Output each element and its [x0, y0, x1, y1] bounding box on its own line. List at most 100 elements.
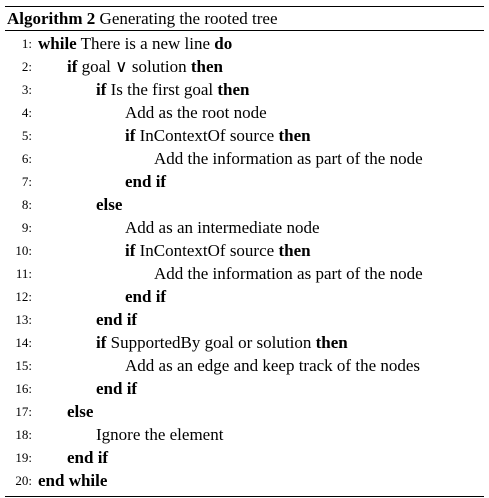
statement-text: There is a new line: [76, 34, 215, 53]
keyword: then: [217, 80, 250, 99]
statement-text: SupportedBy goal or solution: [106, 333, 316, 352]
line-number: 5:: [21, 128, 32, 143]
algorithm-line: 17: else: [5, 400, 484, 423]
statement-text: InContextOf source: [135, 241, 279, 260]
line-code: Add the information as part of the node: [38, 147, 423, 170]
keyword: end if: [125, 287, 167, 306]
algorithm-line: 6: Add the information as part of the nod…: [5, 147, 484, 170]
statement-text: InContextOf source: [135, 126, 279, 145]
line-code: Add as an intermediate node: [38, 216, 320, 239]
line-code: else: [38, 400, 93, 423]
line-code: end if: [38, 285, 166, 308]
line-number: 19:: [15, 450, 32, 465]
statement-text: Is the first goal: [106, 80, 218, 99]
keyword: then: [278, 126, 311, 145]
algorithm-line: 7: end if: [5, 170, 484, 193]
algorithm-line: 5: if InContextOf source then: [5, 124, 484, 147]
algorithm-line: 13: end if: [5, 308, 484, 331]
line-number: 7:: [21, 174, 32, 189]
algorithm-line: 3: if Is the first goal then: [5, 78, 484, 101]
line-code: while There is a new line do: [38, 32, 232, 55]
statement-text: Add the information as part of the node: [154, 149, 423, 168]
keyword: end if: [96, 379, 138, 398]
keyword: then: [190, 57, 224, 76]
keyword: end if: [125, 172, 167, 191]
algorithm-block: Algorithm 2 Generating the rooted tree 1…: [5, 6, 484, 497]
line-number: 15:: [15, 358, 32, 373]
keyword: end if: [67, 448, 109, 467]
line-number: 13:: [15, 312, 32, 327]
keyword: then: [315, 333, 348, 352]
statement-text: Ignore the element: [96, 425, 224, 444]
algorithm-line: 10: if InContextOf source then: [5, 239, 484, 262]
line-code: Add the information as part of the node: [38, 262, 423, 285]
line-number: 11:: [15, 266, 32, 281]
keyword: do: [214, 34, 233, 53]
line-number: 6:: [21, 151, 32, 166]
bottom-rule: [5, 496, 484, 497]
keyword: if: [125, 241, 136, 260]
algorithm-line: 1: while There is a new line do: [5, 32, 484, 55]
algorithm-line: 15: Add as an edge and keep track of the …: [5, 354, 484, 377]
line-code: end if: [38, 308, 137, 331]
line-number: 16:: [15, 381, 32, 396]
algorithm-line: 8: else: [5, 193, 484, 216]
keyword: then: [278, 241, 311, 260]
keyword: if: [125, 126, 136, 145]
keyword: end while: [38, 471, 108, 490]
algorithm-label: Algorithm 2: [7, 9, 96, 28]
line-code: end if: [38, 446, 108, 469]
keyword: else: [67, 402, 94, 421]
line-number: 4:: [21, 105, 32, 120]
keyword: if: [67, 57, 78, 76]
line-code: if Is the first goal then: [38, 78, 249, 101]
line-code: end if: [38, 377, 137, 400]
keyword: if: [96, 80, 107, 99]
caption-rule: [5, 30, 484, 31]
algorithm-lines: 1: while There is a new line do 2: if goal …: [5, 31, 484, 492]
algorithm-line: 12: end if: [5, 285, 484, 308]
algorithm-line: 20: end while: [5, 469, 484, 492]
line-number: 8:: [21, 197, 32, 212]
algorithm-line: 11: Add the information as part of the no…: [5, 262, 484, 285]
keyword: while: [38, 34, 77, 53]
algorithm-line: 9: Add as an intermediate node: [5, 216, 484, 239]
algorithm-line: 18: Ignore the element: [5, 423, 484, 446]
line-number: 17:: [15, 404, 32, 419]
algorithm-line: 19: end if: [5, 446, 484, 469]
line-code: if InContextOf source then: [38, 124, 311, 147]
statement-text: Add the information as part of the node: [154, 264, 423, 283]
statement-text: Add as the root node: [125, 103, 267, 122]
line-number: 12:: [15, 289, 32, 304]
keyword: else: [96, 195, 123, 214]
statement-text: Add as an edge and keep track of the nod…: [125, 356, 421, 375]
line-code: end while: [38, 469, 107, 492]
statement-text: Add as an intermediate node: [125, 218, 320, 237]
algorithm-title: Generating the rooted tree: [99, 9, 278, 28]
line-number: 2:: [21, 59, 32, 74]
line-code: Ignore the element: [38, 423, 223, 446]
line-number: 10:: [15, 243, 32, 258]
line-code: if SupportedBy goal or solution then: [38, 331, 348, 354]
line-number: 1:: [21, 36, 32, 51]
top-rule: [5, 6, 484, 7]
line-number: 9:: [21, 220, 32, 235]
line-number: 18:: [15, 427, 32, 442]
algorithm-line: 16: end if: [5, 377, 484, 400]
statement-text: goal ∨ solution: [77, 57, 191, 76]
line-code: Add as the root node: [38, 101, 267, 124]
line-code: Add as an edge and keep track of the nod…: [38, 354, 420, 377]
line-number: 14:: [15, 335, 32, 350]
algorithm-caption: Algorithm 2 Generating the rooted tree: [5, 7, 484, 30]
algorithm-line: 2: if goal ∨ solution then: [5, 55, 484, 78]
line-code: if goal ∨ solution then: [38, 55, 223, 78]
line-code: end if: [38, 170, 166, 193]
line-code: else: [38, 193, 122, 216]
keyword: if: [96, 333, 107, 352]
algorithm-line: 14: if SupportedBy goal or solution then: [5, 331, 484, 354]
line-number: 20:: [15, 473, 32, 488]
algorithm-line: 4: Add as the root node: [5, 101, 484, 124]
line-code: if InContextOf source then: [38, 239, 311, 262]
keyword: end if: [96, 310, 138, 329]
line-number: 3:: [21, 82, 32, 97]
